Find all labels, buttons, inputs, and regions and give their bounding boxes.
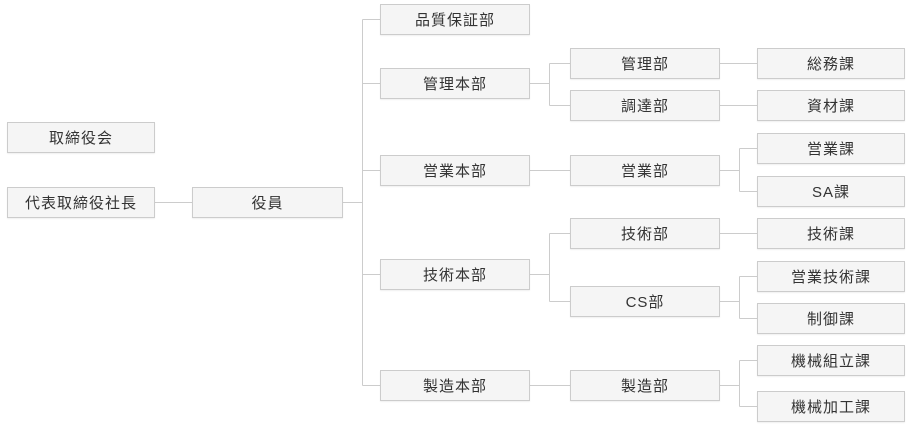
org-node-officers: 役員 [192, 187, 343, 218]
org-node-engineering-dept: 技術部 [570, 218, 720, 249]
org-node-control-section: 制御課 [757, 303, 905, 334]
org-node-machine-assembly-section: 機械組立課 [757, 345, 905, 376]
org-node-machining-section: 機械加工課 [757, 391, 905, 422]
connector-sales-dept-branch [720, 148, 757, 192]
connector-manufacturing-dept-branch [720, 360, 757, 407]
org-node-procurement-dept: 調達部 [570, 90, 720, 121]
org-node-sa-section: SA課 [757, 176, 905, 207]
org-node-sales-hq: 営業本部 [380, 155, 530, 186]
org-node-admin-dept: 管理部 [570, 48, 720, 79]
org-node-admin-hq: 管理本部 [380, 68, 530, 99]
org-node-board: 取締役会 [7, 122, 155, 153]
org-node-cs-dept: CS部 [570, 286, 720, 317]
org-node-materials-section: 資材課 [757, 90, 905, 121]
org-node-president: 代表取締役社長 [7, 187, 155, 218]
org-node-manufacturing-hq: 製造本部 [380, 370, 530, 401]
connector-cs-dept-branch [720, 276, 757, 319]
org-node-sales-engineering-section: 営業技術課 [757, 261, 905, 292]
connector-officers-trunk [343, 19, 380, 386]
org-node-engineering-section: 技術課 [757, 218, 905, 249]
org-node-manufacturing-dept: 製造部 [570, 370, 720, 401]
connector-engineering-hq-branch [530, 233, 570, 302]
org-node-sales-dept: 営業部 [570, 155, 720, 186]
org-node-quality-assurance-dept: 品質保証部 [380, 4, 530, 35]
org-node-general-affairs-section: 総務課 [757, 48, 905, 79]
org-node-engineering-hq: 技術本部 [380, 259, 530, 290]
connector-admin-hq-branch [530, 63, 570, 106]
org-node-sales-section: 営業課 [757, 133, 905, 164]
